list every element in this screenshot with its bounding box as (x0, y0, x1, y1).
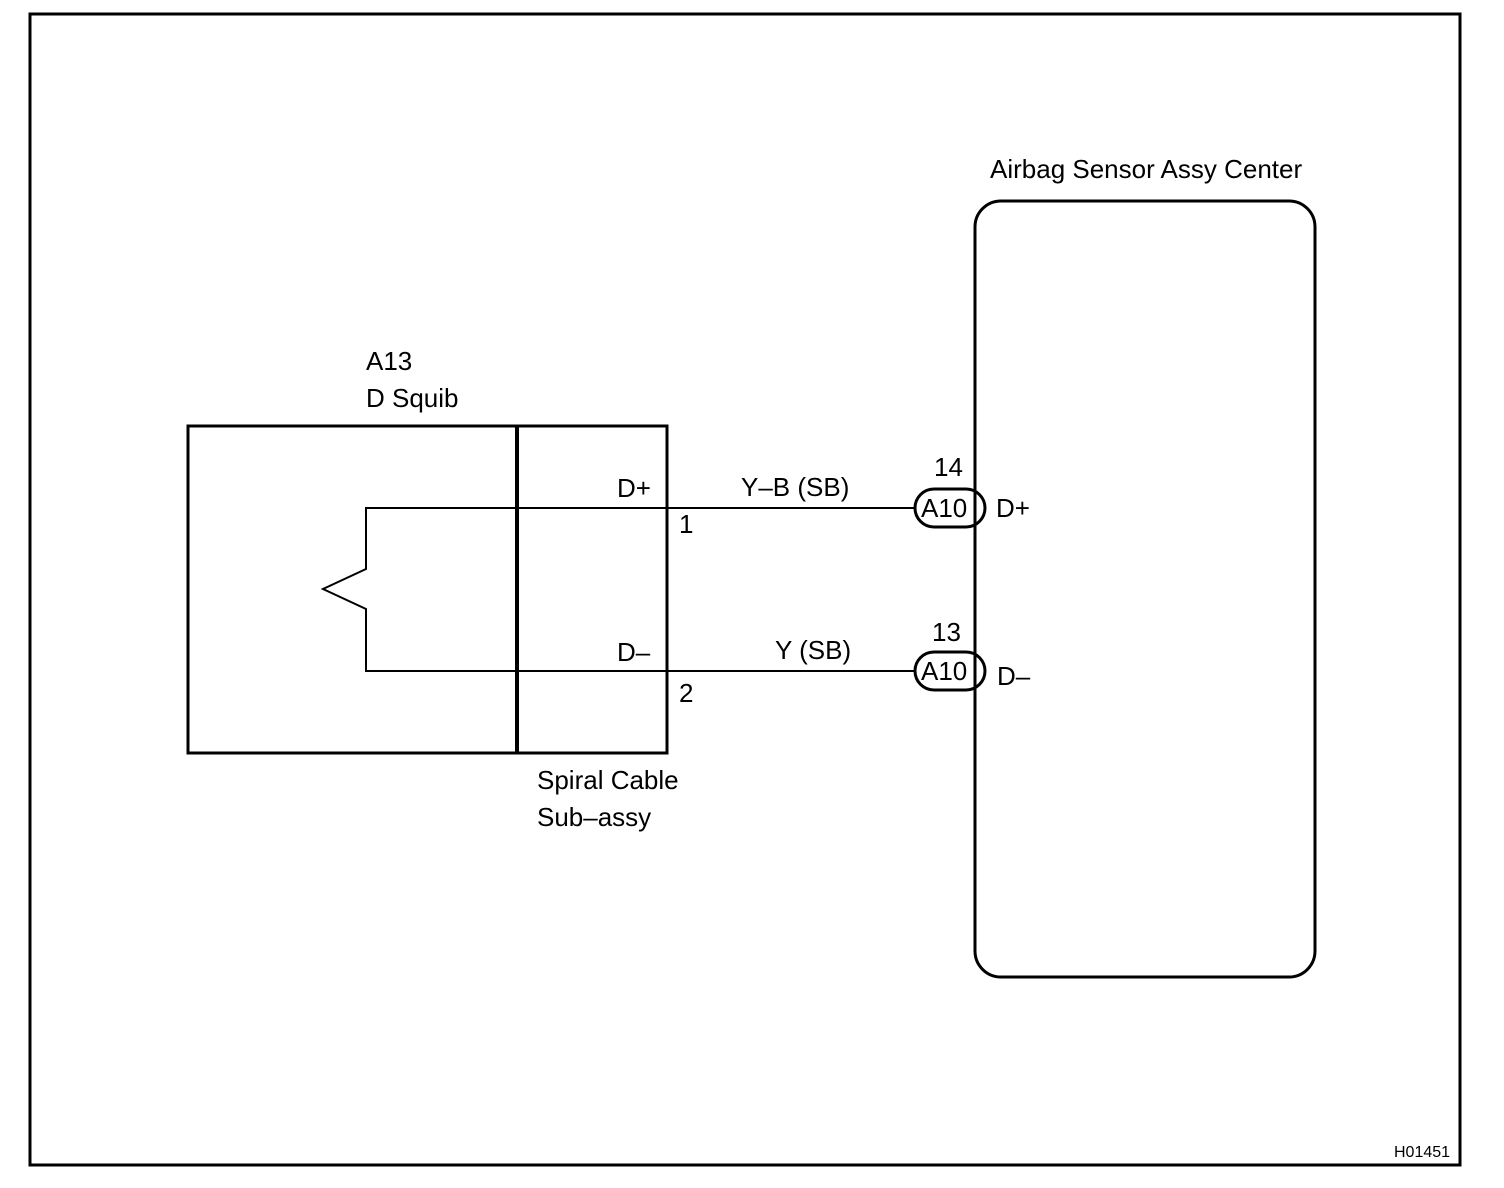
squib-name: D Squib (366, 383, 459, 413)
connector-lower-code: A10 (921, 656, 967, 686)
spiral-cable-label-line2: Sub–assy (537, 802, 651, 832)
squib-element (320, 507, 667, 672)
squib-code: A13 (366, 346, 412, 376)
connector-lower-terminal: D– (997, 661, 1031, 691)
airbag-sensor-label: Airbag Sensor Assy Center (990, 154, 1302, 184)
squib-pin-2: 2 (679, 678, 693, 708)
squib-pin-1: 1 (679, 509, 693, 539)
wire-lower-color: Y (SB) (775, 635, 851, 665)
squib-terminal-minus: D– (617, 637, 651, 667)
connector-upper-code: A10 (921, 493, 967, 523)
connector-upper-outline (913, 487, 987, 529)
spiral-cable-label-line1: Spiral Cable (537, 765, 679, 795)
connector-upper-pin: 14 (934, 452, 963, 482)
airbag-sensor-box (973, 199, 1317, 979)
squib-terminal-plus: D+ (617, 473, 651, 503)
figure-id: H01451 (1394, 1144, 1450, 1161)
connector-upper-terminal: D+ (996, 493, 1030, 523)
connector-lower-pin: 13 (932, 617, 961, 647)
wire-upper-color: Y–B (SB) (741, 472, 849, 502)
connector-lower-outline (913, 650, 987, 692)
outer-frame (28, 12, 1462, 1167)
squib-box (186, 424, 669, 755)
